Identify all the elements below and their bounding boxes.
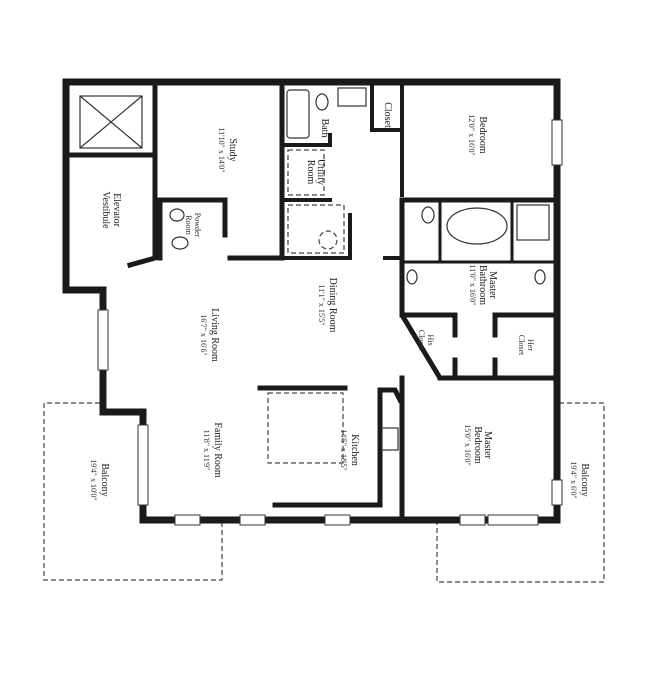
svg-text:Living Room: Living Room <box>209 308 220 362</box>
svg-text:Bedroom: Bedroom <box>477 116 488 153</box>
room-label-powder-room: Powder Room <box>184 213 202 238</box>
svg-text:12'0" x 16'0": 12'0" x 16'0" <box>467 114 476 155</box>
room-label-master-bathroom: Master Bathroom 11'0" x 16'0" <box>468 264 498 305</box>
room-label-her-closet: Her Closet <box>517 335 535 356</box>
svg-text:Her: Her <box>526 339 535 351</box>
room-label-closet: Closet <box>382 102 393 128</box>
svg-text:Utility: Utility <box>315 159 326 185</box>
room-label-family-room: Family Room 11'8" x 11'9" <box>202 422 223 478</box>
room-label-utility: Utility Room <box>305 159 326 185</box>
svg-text:Vestibule: Vestibule <box>100 191 111 229</box>
svg-text:Study: Study <box>227 138 238 161</box>
balcony-left-outline <box>43 402 223 581</box>
svg-text:Master: Master <box>482 431 493 459</box>
svg-text:Bath: Bath <box>319 119 330 138</box>
room-label-bath: Bath <box>319 119 330 138</box>
balcony-right-outline <box>436 402 605 583</box>
svg-text:Elevator: Elevator <box>111 193 122 228</box>
svg-text:11'1" x 15'5": 11'1" x 15'5" <box>317 284 326 325</box>
svg-text:Bathroom: Bathroom <box>477 265 488 305</box>
room-label-elevator-vestibule: Elevator Vestibule <box>100 191 122 229</box>
room-label-balcony-left: Balcony 19'4" x 10'0" <box>89 459 110 500</box>
svg-text:19'4" x 6'0": 19'4" x 6'0" <box>569 461 578 498</box>
svg-text:11'10" x 14'0": 11'10" x 14'0" <box>217 127 226 172</box>
svg-text:Closet: Closet <box>517 335 526 356</box>
room-label-dining-room: Dining Room 11'1" x 15'5" <box>317 278 338 333</box>
exterior-walls <box>62 78 561 524</box>
windows <box>97 119 563 526</box>
fixtures <box>169 87 550 464</box>
svg-text:Closet: Closet <box>417 330 426 351</box>
svg-text:Dining Room: Dining Room <box>327 278 338 333</box>
svg-text:11'8" x 11'9": 11'8" x 11'9" <box>202 430 211 471</box>
svg-text:Room: Room <box>305 160 316 185</box>
room-label-his-closet: His Closet <box>417 330 435 351</box>
room-label-bedroom: Bedroom 12'0" x 16'0" <box>467 114 488 155</box>
svg-text:Balcony: Balcony <box>579 463 590 496</box>
room-label-study: Study 11'10" x 14'0" <box>217 127 238 172</box>
room-label-master-bedroom: Master Bedroom 15'0" x 16'0" <box>463 424 493 465</box>
svg-text:Master: Master <box>487 271 498 299</box>
interior-walls <box>63 79 556 521</box>
svg-text:Family Room: Family Room <box>212 422 223 478</box>
room-label-kitchen: Kitchen 14'5" x 18'5" <box>339 429 360 470</box>
svg-text:His: His <box>426 334 435 345</box>
svg-text:16'7" x 16'6": 16'7" x 16'6" <box>199 314 208 355</box>
svg-text:Closet: Closet <box>382 102 393 128</box>
svg-text:Powder: Powder <box>193 213 202 238</box>
svg-text:15'0" x 16'0": 15'0" x 16'0" <box>463 424 472 465</box>
svg-text:11'0" x 16'0": 11'0" x 16'0" <box>468 264 477 305</box>
room-label-living-room: Living Room 16'7" x 16'6" <box>199 308 220 362</box>
svg-text:Room: Room <box>184 215 193 235</box>
svg-text:14'5" x 18'5": 14'5" x 18'5" <box>339 429 348 470</box>
elevator-shaft <box>79 95 143 149</box>
svg-text:Bedroom: Bedroom <box>472 426 483 463</box>
svg-text:19'4" x 10'0": 19'4" x 10'0" <box>89 459 98 500</box>
svg-text:Kitchen: Kitchen <box>349 434 360 466</box>
svg-text:Balcony: Balcony <box>99 463 110 496</box>
room-label-balcony-right: Balcony 19'4" x 6'0" <box>569 461 590 498</box>
